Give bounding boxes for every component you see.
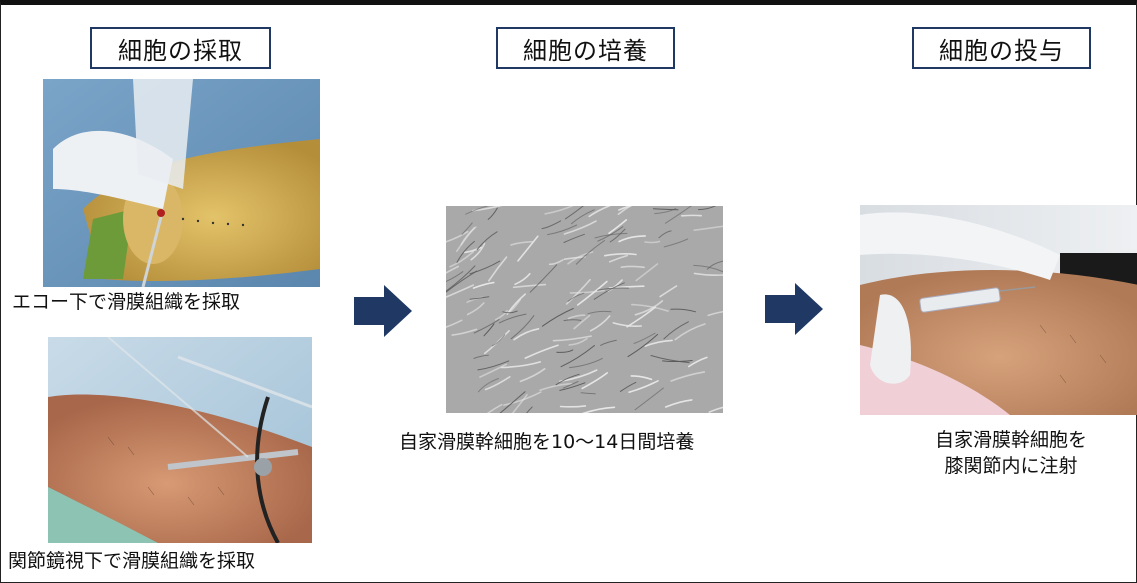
photo-ultrasound-harvest	[43, 79, 320, 287]
step-title-injection: 細胞の投与	[912, 27, 1091, 69]
caption-arthroscopic-harvest: 関節鏡視下で滑膜組織を採取	[8, 550, 256, 572]
caption-injection: 自家滑膜幹細胞を 膝関節内に注射	[906, 428, 1116, 479]
caption-injection-line2: 膝関節内に注射	[944, 454, 1078, 477]
caption-culture: 自家滑膜幹細胞を10〜14日間培養	[399, 431, 695, 453]
step-title-harvest: 細胞の採取	[90, 27, 271, 69]
photo-cell-culture	[446, 206, 723, 413]
arrow-right-icon	[354, 285, 412, 337]
caption-injection-line1: 自家滑膜幹細胞を	[934, 429, 1087, 451]
step-title-culture: 細胞の培養	[496, 27, 675, 69]
photo-knee-injection	[860, 205, 1137, 415]
caption-ultrasound-harvest: エコー下で滑膜組織を採取	[12, 291, 241, 313]
arrow-right-icon	[765, 283, 823, 335]
photo-arthroscopic-harvest	[48, 337, 312, 543]
